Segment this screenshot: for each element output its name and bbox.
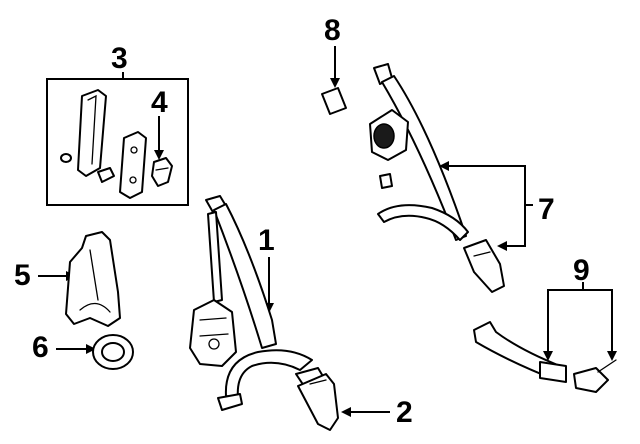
callout-5[interactable]: 5 bbox=[14, 259, 31, 292]
callout-9[interactable]: 9 bbox=[573, 254, 590, 287]
callout-7[interactable]: 7 bbox=[538, 193, 555, 226]
anchor-cover-left bbox=[77, 89, 107, 177]
bolt-part bbox=[97, 167, 115, 183]
anchor-cover-right bbox=[119, 131, 147, 199]
grommet-part[interactable] bbox=[92, 334, 134, 370]
retractor-cover-part[interactable] bbox=[65, 231, 121, 327]
front-seat-belt-part[interactable] bbox=[189, 195, 325, 411]
kit-box bbox=[46, 78, 189, 206]
leader-lines bbox=[38, 46, 617, 417]
buckle-part[interactable] bbox=[297, 373, 339, 431]
anchor-bolt-part bbox=[151, 157, 173, 187]
callout-1[interactable]: 1 bbox=[258, 224, 275, 257]
rear-seat-belt-part[interactable] bbox=[369, 63, 505, 293]
label-tag-part[interactable] bbox=[321, 87, 347, 115]
callout-3[interactable]: 3 bbox=[111, 42, 128, 75]
callout-8[interactable]: 8 bbox=[324, 14, 341, 47]
anchor-cover-kit-group[interactable] bbox=[46, 78, 189, 206]
callout-6[interactable]: 6 bbox=[32, 331, 49, 364]
callout-2[interactable]: 2 bbox=[396, 396, 413, 429]
rear-center-belt-part[interactable] bbox=[473, 321, 617, 393]
callout-4[interactable]: 4 bbox=[151, 86, 168, 119]
clip-part bbox=[60, 153, 72, 163]
